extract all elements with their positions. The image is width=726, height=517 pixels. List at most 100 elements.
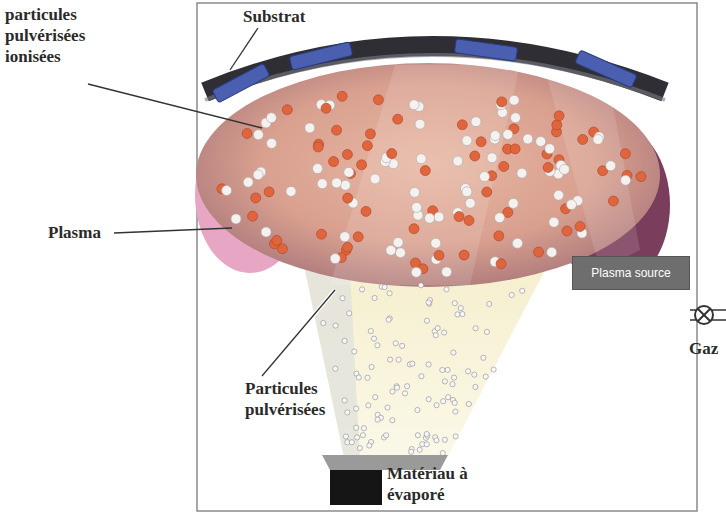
particle-dot	[425, 213, 435, 223]
particle-dot	[418, 283, 423, 288]
particle-dot	[411, 267, 421, 277]
particle-dot	[357, 446, 362, 451]
particle-dot	[415, 433, 420, 438]
particle-dot	[333, 323, 338, 328]
particle-dot	[375, 417, 380, 422]
particle-dot	[386, 245, 396, 255]
particle-dot	[353, 232, 363, 242]
particle-dot	[354, 406, 359, 411]
particle-dot	[452, 400, 457, 405]
particle-dot	[434, 250, 444, 260]
vapour-cone-shade	[305, 270, 360, 462]
callout-label: Substrat	[243, 6, 305, 27]
particle-dot	[465, 198, 475, 208]
particle-dot	[359, 287, 364, 292]
particle-dot	[373, 95, 383, 105]
particle-dot	[371, 336, 376, 341]
particle-dot	[409, 100, 419, 110]
particle-dot	[511, 113, 521, 123]
particle-dot	[410, 361, 415, 366]
particle-dot	[368, 329, 373, 334]
particle-dot	[264, 187, 274, 197]
callout-label: Particules pulvérisées	[245, 378, 363, 420]
particle-dot	[487, 301, 492, 306]
particle-dot	[554, 190, 564, 200]
particle-dot	[261, 227, 271, 237]
particle-dot	[415, 407, 420, 412]
particle-dot	[248, 211, 258, 221]
particle-dot	[387, 149, 397, 159]
particle-dot	[444, 287, 449, 292]
particle-dot	[394, 385, 399, 390]
particle-dot	[473, 326, 478, 331]
particle-dot	[452, 301, 457, 306]
particle-dot	[536, 137, 546, 147]
gas-valve	[698, 309, 710, 321]
particle-dot	[369, 364, 374, 369]
particle-dot	[496, 259, 506, 269]
substrate-tile	[575, 50, 637, 88]
box-text: Plasma source	[591, 266, 670, 280]
particle-dot	[388, 357, 393, 362]
particle-dot	[416, 154, 426, 164]
particle-dot	[329, 157, 339, 167]
particle-dot	[330, 254, 340, 264]
particle-dot	[482, 187, 492, 197]
callout-label: Gaz	[689, 338, 718, 359]
particle-dot	[483, 374, 488, 379]
particle-dot	[480, 172, 490, 182]
particle-dot	[434, 212, 444, 222]
particle-dot	[562, 226, 572, 236]
particle-dot	[382, 285, 387, 290]
particle-dot	[410, 187, 420, 197]
light-beam	[330, 65, 520, 285]
particle-dot	[620, 149, 630, 159]
particle-dot	[370, 174, 380, 184]
particle-dot	[333, 366, 338, 371]
particle-dot	[373, 395, 378, 400]
particle-dot	[481, 355, 486, 360]
particle-dot	[347, 311, 352, 316]
particle-dot	[253, 170, 263, 180]
particle-dot	[476, 137, 486, 147]
particle-dot	[409, 224, 419, 234]
particle-dot	[405, 384, 410, 389]
particle-dot	[251, 193, 261, 203]
particle-dot	[473, 384, 478, 389]
particle-dot	[512, 239, 522, 249]
particle-dot	[253, 130, 263, 140]
gas-valve	[698, 309, 710, 321]
particle-dot	[386, 317, 391, 322]
particle-dot	[317, 229, 327, 239]
particle-dot	[313, 142, 323, 152]
particle-dot	[606, 161, 616, 171]
particle-dot	[435, 326, 440, 331]
particle-dot	[460, 312, 465, 317]
particle-dot	[365, 129, 375, 139]
particle-dot	[424, 318, 429, 323]
particle-dot	[442, 330, 447, 335]
particle-dot	[440, 367, 445, 372]
particle-dot	[365, 375, 370, 380]
particle-dot	[454, 212, 464, 222]
particle-dot	[451, 350, 456, 355]
particle-dot	[608, 196, 618, 206]
particle-dot	[431, 238, 441, 248]
substrate-tile	[289, 42, 353, 71]
particle-dot	[466, 401, 471, 406]
particle-dot	[337, 91, 347, 101]
leader-line	[262, 290, 335, 376]
particle-dot	[366, 403, 371, 408]
particle-dot	[487, 153, 497, 163]
particle-dot	[509, 292, 514, 297]
particle-dot	[340, 296, 345, 301]
substrate-tile	[454, 39, 517, 61]
particle-dot	[453, 434, 458, 439]
particle-dot	[272, 235, 282, 245]
particle-dot	[510, 144, 520, 154]
leader-line	[88, 84, 262, 128]
gas-valve	[695, 306, 713, 324]
particle-dot	[453, 409, 458, 414]
particle-dot	[484, 329, 489, 334]
particle-dot	[523, 134, 533, 144]
